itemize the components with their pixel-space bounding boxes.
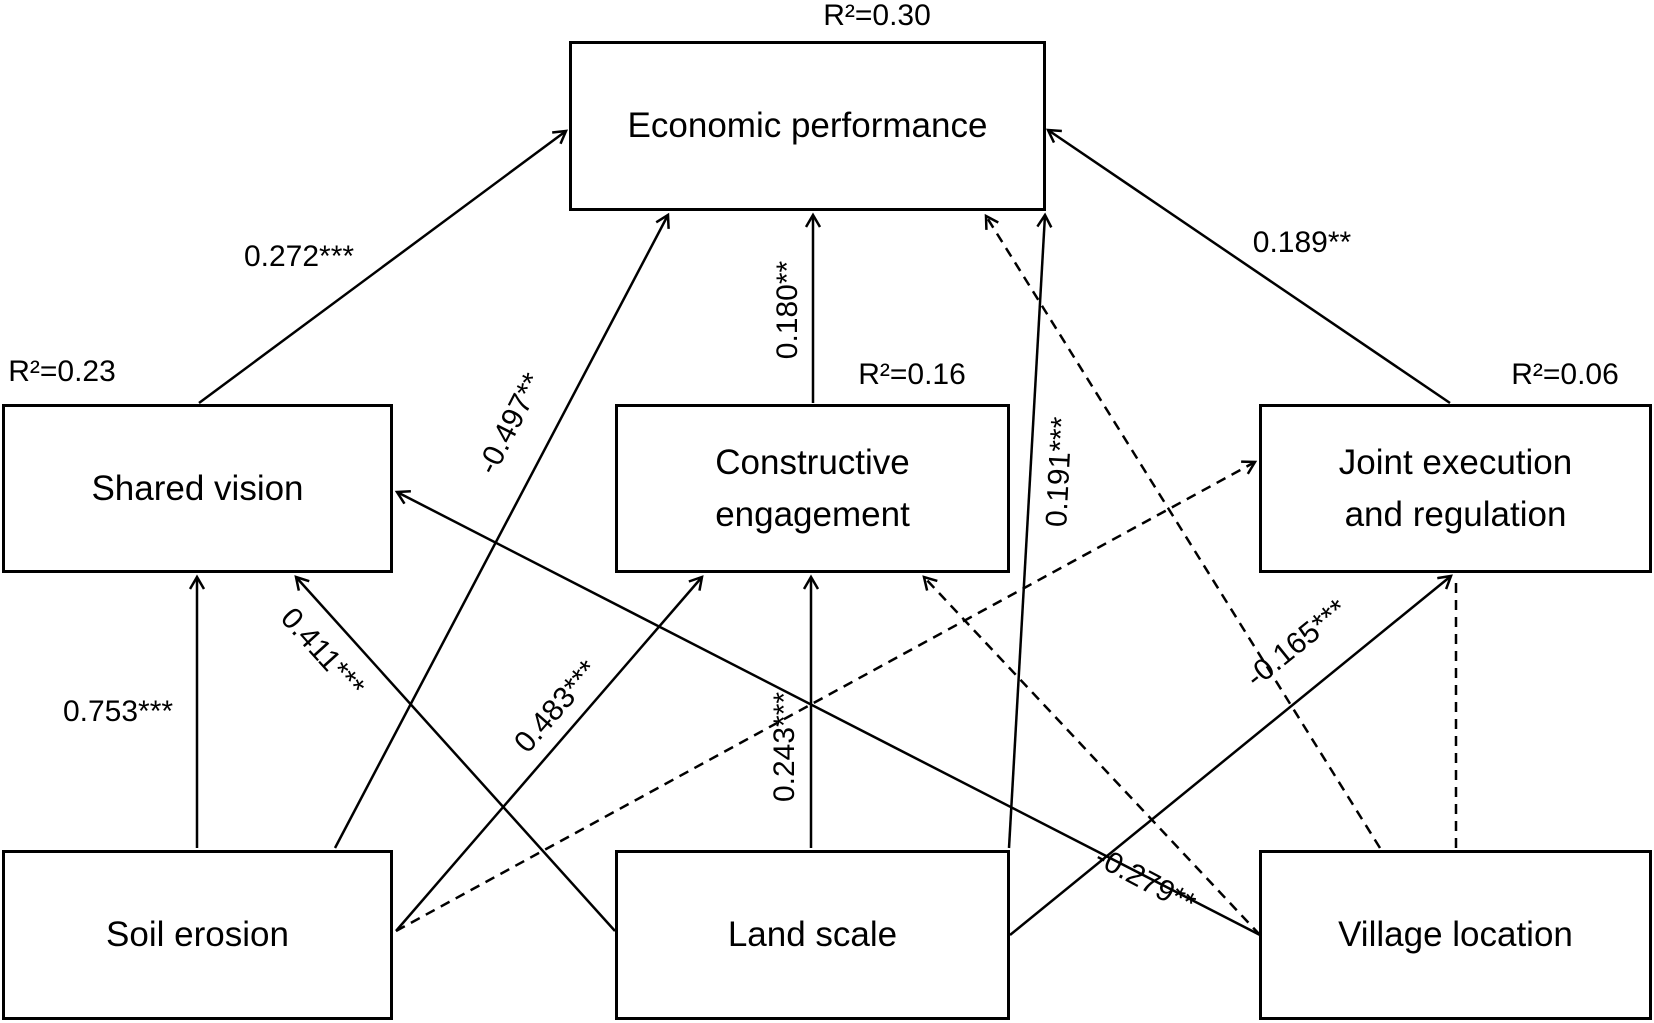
path-village-to-economic-dashed-line (986, 216, 1382, 849)
path-land-to-joint-line (1009, 576, 1451, 936)
path-shared-to-economic-line (198, 131, 566, 405)
node-label-line1: Constructive (715, 442, 910, 482)
node-soil-erosion: Soil erosion (2, 850, 393, 1020)
node-label-line1: Joint execution (1338, 442, 1573, 482)
node-constructive-engagement: Constructive engagement (615, 404, 1010, 573)
node-village-location: Village location (1259, 850, 1652, 1020)
coef-soil-to-shared: 0.753*** (62, 695, 174, 728)
node-label: Village location (1338, 915, 1573, 954)
node-label: Land scale (727, 915, 898, 954)
r2-label-joint: R²=0.06 (1511, 358, 1619, 391)
node-shared-vision: Shared vision (2, 404, 393, 573)
path-soil-to-constructive-line (395, 577, 702, 932)
node-label-line2: engagement (715, 494, 910, 534)
node-label: Shared vision (91, 468, 304, 508)
node-label-line2: and regulation (1344, 494, 1567, 534)
path-land-to-economic-line (1007, 215, 1045, 849)
node-joint-execution-and-regulation: Joint execution and regulation (1259, 404, 1652, 573)
node-label: Soil erosion (106, 915, 289, 954)
r2-label-constructive: R²=0.16 (858, 358, 966, 391)
coef-constructive-to-economic: 0.180** (771, 260, 804, 360)
coef-joint-to-economic: 0.189** (1252, 226, 1352, 259)
r2-label-shared: R²=0.23 (8, 355, 116, 388)
coef-land-to-constructive: 0.243*** (768, 691, 801, 803)
node-land-scale: Land scale (615, 850, 1010, 1020)
node-label: Economic performance (627, 106, 988, 145)
path-joint-to-economic-line (1048, 130, 1451, 405)
coef-shared-to-economic: 0.272*** (243, 240, 355, 273)
node-economic-performance: Economic performance (569, 41, 1046, 211)
path-land-to-shared-line (296, 577, 616, 932)
path-village-to-shared-line (397, 492, 1261, 937)
path-soil-to-economic-line (333, 215, 668, 849)
coef-land-to-economic: 0.191*** (1040, 416, 1079, 528)
r2-label-economic: R²=0.30 (823, 0, 931, 32)
path-village-to-constructive-dashed-line (924, 577, 1261, 936)
